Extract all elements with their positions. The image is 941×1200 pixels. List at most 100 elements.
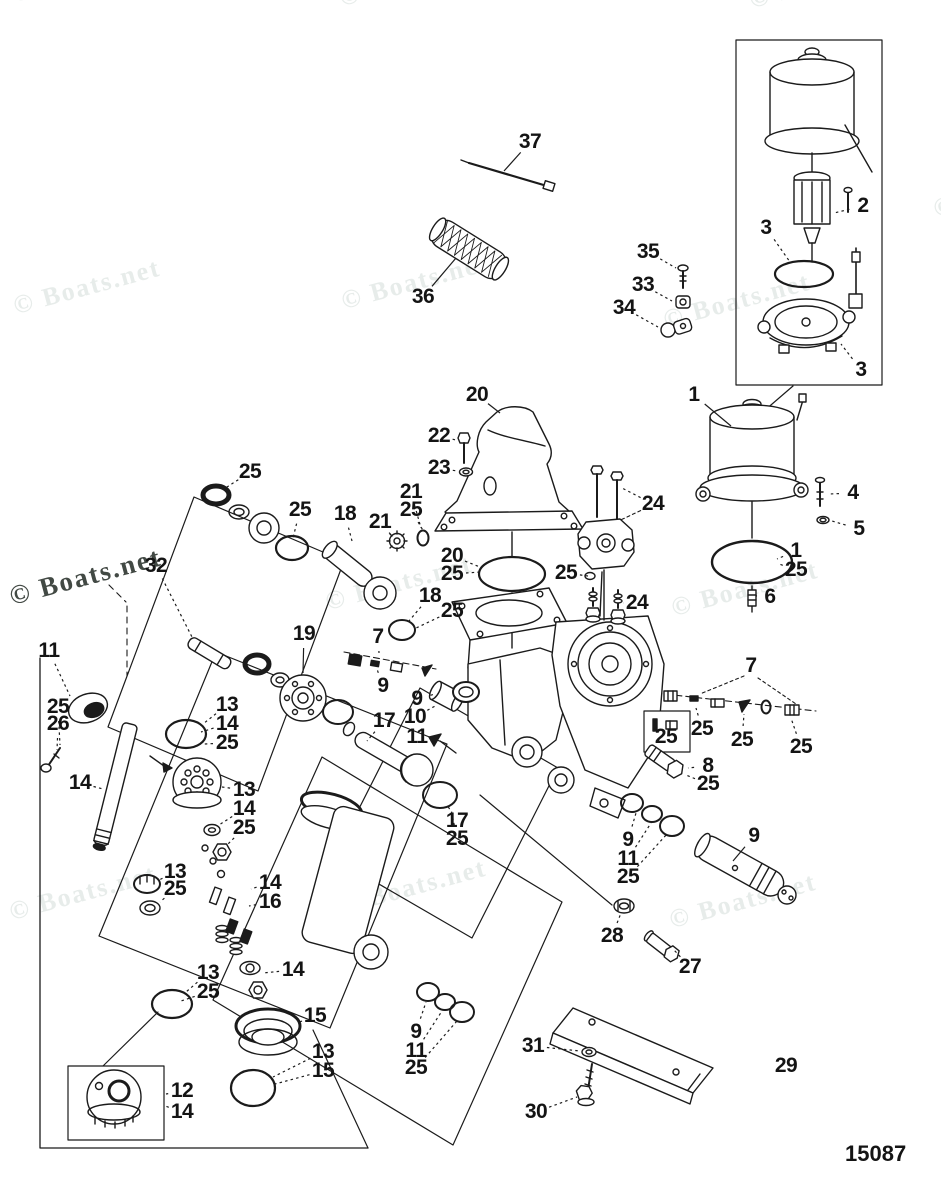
tilt-rod	[321, 540, 416, 641]
large-oring-lower	[150, 988, 194, 1020]
callout-label: 8	[702, 754, 714, 777]
valve-train-right	[663, 690, 800, 716]
callout-label: 20	[440, 544, 464, 567]
callout-label: 18	[333, 502, 357, 525]
callout-label: 25	[730, 728, 754, 751]
callout-label: 25	[163, 877, 187, 900]
callout-label: 11	[405, 1039, 427, 1062]
callout-label: 13	[163, 860, 187, 883]
callout-label: 25	[232, 816, 256, 839]
callout-label: 17	[372, 709, 396, 732]
callout-label: 1	[688, 383, 700, 406]
callout-label: 3	[760, 216, 772, 239]
braided-hose	[428, 217, 510, 281]
callout-label: 14	[232, 797, 256, 820]
callout-label: 4	[847, 481, 859, 504]
callout-label: 25	[440, 599, 464, 622]
callout-label: 9	[411, 687, 423, 710]
callout-label: 25	[696, 772, 720, 795]
callout-label: 9	[622, 828, 634, 851]
manifold-housing	[451, 571, 665, 819]
cable-tie	[460, 159, 556, 192]
callout-label: 33	[631, 273, 655, 296]
nut-and-bolt	[613, 898, 680, 963]
motor-assembly-box	[757, 47, 873, 354]
trim-cap-group	[242, 652, 354, 725]
callout-label: 14	[281, 958, 305, 981]
callout-label: 25	[399, 498, 423, 521]
callout-label: 24	[641, 492, 665, 515]
callout-label: 7	[745, 654, 757, 677]
callout-label: 25	[215, 731, 239, 754]
callout-label: 9	[410, 1020, 422, 1043]
callout-label: 10	[403, 705, 427, 728]
callout-label: 9	[377, 674, 389, 697]
oring-trio-right	[620, 793, 685, 837]
small-fasteners	[660, 264, 693, 338]
callout-label: 25	[196, 980, 220, 1003]
callout-label: 7	[372, 625, 384, 648]
callout-label: 13	[215, 693, 239, 716]
oring-trio-bottom	[416, 982, 475, 1023]
callout-label: 25	[288, 498, 312, 521]
callout-label: 32	[144, 554, 168, 577]
seal-ring-set-upper	[200, 483, 310, 562]
tilt-cylinder	[299, 790, 395, 970]
piston-stack-left	[149, 718, 232, 861]
callout-label: 22	[427, 424, 451, 447]
callout-label: 35	[636, 240, 660, 263]
callout-label: 11	[38, 639, 60, 662]
callout-label: 12	[170, 1079, 194, 1102]
shift-rod-32	[187, 637, 232, 670]
pump-motor	[695, 393, 830, 613]
callout-label: 9	[748, 824, 760, 847]
callout-label: 28	[600, 924, 624, 947]
anode-group	[549, 1007, 714, 1107]
callout-label: 19	[292, 622, 316, 645]
callout-label: 2	[857, 194, 869, 217]
callout-label: 24	[625, 591, 649, 614]
callout-label: 30	[524, 1100, 548, 1123]
washer-nut-mid	[239, 960, 268, 999]
callout-label: 25	[238, 460, 262, 483]
callout-label: 21	[399, 480, 423, 503]
callout-label: 27	[678, 955, 702, 978]
callout-label: 25	[690, 717, 714, 740]
callout-label: 25	[784, 558, 808, 581]
callout-label: 6	[764, 585, 776, 608]
callout-label: 16	[258, 890, 282, 913]
callout-label: 14	[215, 712, 239, 735]
callout-label: 5	[853, 517, 865, 540]
callout-label: 11	[617, 847, 639, 870]
callout-label: 25	[404, 1056, 428, 1079]
pivot-rod	[40, 692, 138, 852]
check-spring-cluster	[201, 844, 253, 956]
group-frames	[39, 39, 883, 1149]
spring-cup	[229, 1007, 302, 1108]
callout-label: 34	[612, 296, 636, 319]
callout-label: 3	[855, 358, 867, 381]
boxed-piston	[86, 1069, 142, 1129]
callout-label: 14	[258, 871, 282, 894]
callout-label: 13	[232, 778, 256, 801]
part-number: 15087	[845, 1141, 907, 1166]
pump-bracket	[577, 465, 635, 625]
check-valve-8	[644, 744, 684, 779]
callout-label: 15	[311, 1059, 335, 1082]
callout-label: 25	[654, 725, 678, 748]
callout-label: 14	[170, 1100, 194, 1123]
callout-label: 13	[311, 1040, 335, 1063]
piston-rod-17	[342, 721, 458, 809]
trim-rod-9	[694, 832, 797, 905]
callout-label: 15	[303, 1004, 327, 1027]
callout-label: 25	[554, 561, 578, 584]
callout-label: 26	[46, 712, 70, 735]
callout-label: 14	[68, 771, 92, 794]
callout-label: 31	[521, 1034, 545, 1057]
callout-label: 25	[616, 865, 640, 888]
reservoir-cover	[434, 406, 584, 649]
callout-label: 21	[368, 510, 392, 533]
callout-label: 18	[418, 584, 442, 607]
